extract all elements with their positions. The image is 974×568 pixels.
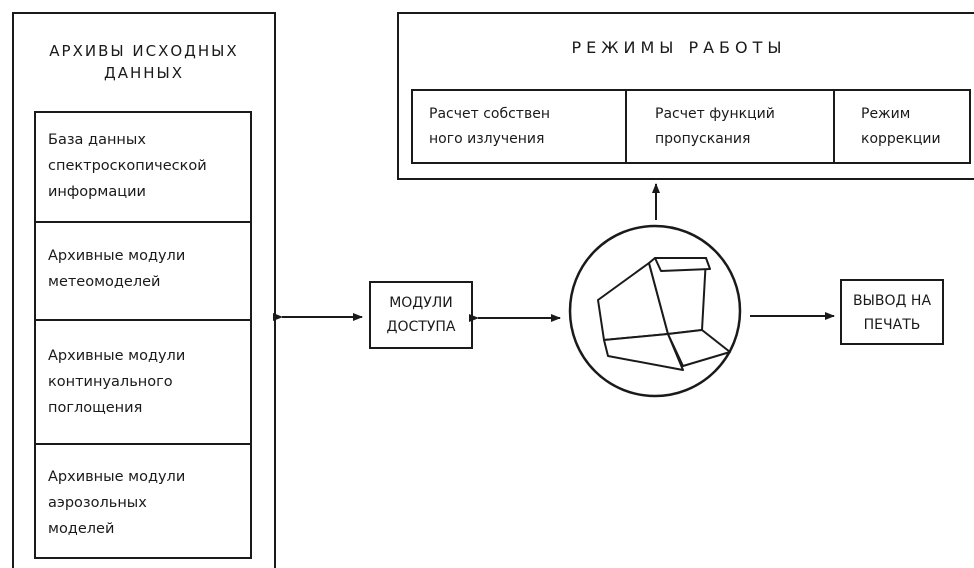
archives-title: АРХИВЫ ИСХОДНЫХ ДАННЫХ — [49, 42, 239, 82]
archive-list: База данных спектроскопической информаци… — [34, 111, 252, 559]
modes-row: Расчет собствен ного излучения Расчет фу… — [411, 89, 971, 164]
archives-panel: АРХИВЫ ИСХОДНЫХ ДАННЫХ База данных спект… — [12, 12, 276, 568]
mode-label: Режим коррекции — [861, 106, 941, 147]
modes-panel: РЕЖИМЫ РАБОТЫ Расчет собствен ного излуч… — [397, 12, 974, 180]
mode-correction: Режим коррекции — [833, 91, 969, 162]
print-output-label: ВЫВОД НА ПЕЧАТЬ — [852, 293, 932, 333]
archive-item-continuum-absorption: Архивные модули континуального поглощени… — [36, 321, 250, 445]
modes-title: РЕЖИМЫ РАБОТЫ — [571, 38, 787, 57]
mode-label: Расчет собствен ного излучения — [429, 106, 550, 147]
mode-label: Расчет функций пропускания — [655, 106, 775, 147]
archive-item-meteo-models: Архивные модули метеомоделей — [36, 223, 250, 321]
archive-item-label: Архивные модули метеомоделей — [48, 248, 186, 290]
mode-own-radiation: Расчет собствен ного излучения — [413, 91, 625, 162]
archive-item-spectroscopy-db: База данных спектроскопической информаци… — [36, 113, 250, 223]
archive-item-label: Архивные модули континуального поглощени… — [48, 348, 186, 416]
archive-item-label: Архивные модули аэрозольных моделей — [48, 469, 186, 537]
computer-terminal-icon — [568, 224, 742, 398]
archive-item-aerosol-models: Архивные модули аэрозольных моделей — [36, 445, 250, 557]
print-output-box: ВЫВОД НА ПЕЧАТЬ — [840, 279, 944, 345]
access-modules-label: МОДУЛИ ДОСТУПА — [386, 295, 456, 335]
archive-item-label: База данных спектроскопической информаци… — [48, 132, 207, 200]
mode-transmission-functions: Расчет функций пропускания — [625, 91, 833, 162]
